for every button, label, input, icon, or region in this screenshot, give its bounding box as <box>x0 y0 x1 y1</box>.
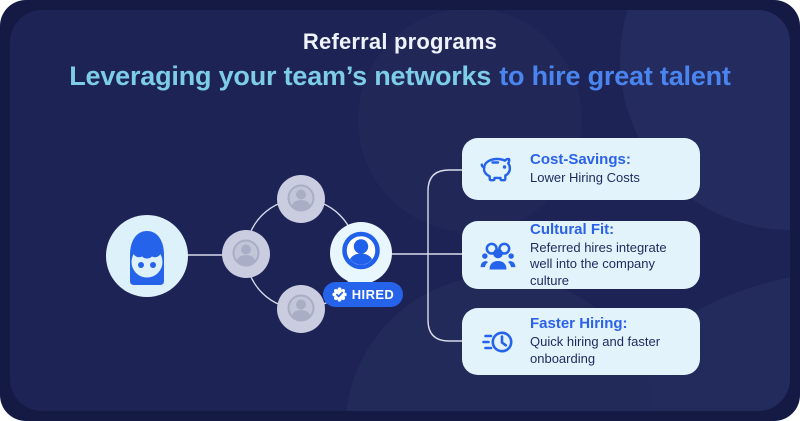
team-icon <box>478 238 518 272</box>
contact-node-bottom <box>277 285 325 333</box>
contact-node-left <box>222 230 270 278</box>
contact-node-top <box>277 175 325 223</box>
hired-candidate-avatar <box>330 222 392 284</box>
card-description: Referred hires integrate well into the c… <box>530 239 667 288</box>
header: Referral programs Leveraging your team’s… <box>0 29 800 92</box>
piggy-bank-icon <box>478 151 518 187</box>
person-silhouette-icon <box>222 230 270 278</box>
hired-badge: HIRED <box>323 282 403 307</box>
person-silhouette-icon <box>277 285 325 333</box>
hired-badge-label: HIRED <box>351 287 395 302</box>
referrer-avatar <box>106 215 188 297</box>
benefit-card-faster-hiring: Faster Hiring: Quick hiring and faster o… <box>462 308 700 375</box>
subtitle-highlight-cyan: Leveraging your team’s networks <box>69 61 492 91</box>
person-silhouette-icon <box>277 175 325 223</box>
verified-seal-icon <box>332 287 347 302</box>
card-title: Cultural Fit: <box>530 220 615 238</box>
card-description: Lower Hiring Costs <box>530 170 640 186</box>
page-title: Referral programs <box>302 29 498 54</box>
benefit-card-cultural-fit: Cultural Fit: Referred hires integrate w… <box>462 221 700 289</box>
woman-avatar-icon <box>106 215 188 297</box>
card-title: Cost-Savings: <box>530 151 631 169</box>
clock-speed-icon <box>478 325 518 359</box>
card-title: Faster Hiring: <box>530 315 628 333</box>
subtitle-highlight-blue: to hire great talent <box>499 61 731 91</box>
card-description: Quick hiring and faster onboarding <box>530 334 661 366</box>
user-circle-icon <box>330 222 392 284</box>
benefit-card-cost-savings: Cost-Savings: Lower Hiring Costs <box>462 138 700 200</box>
